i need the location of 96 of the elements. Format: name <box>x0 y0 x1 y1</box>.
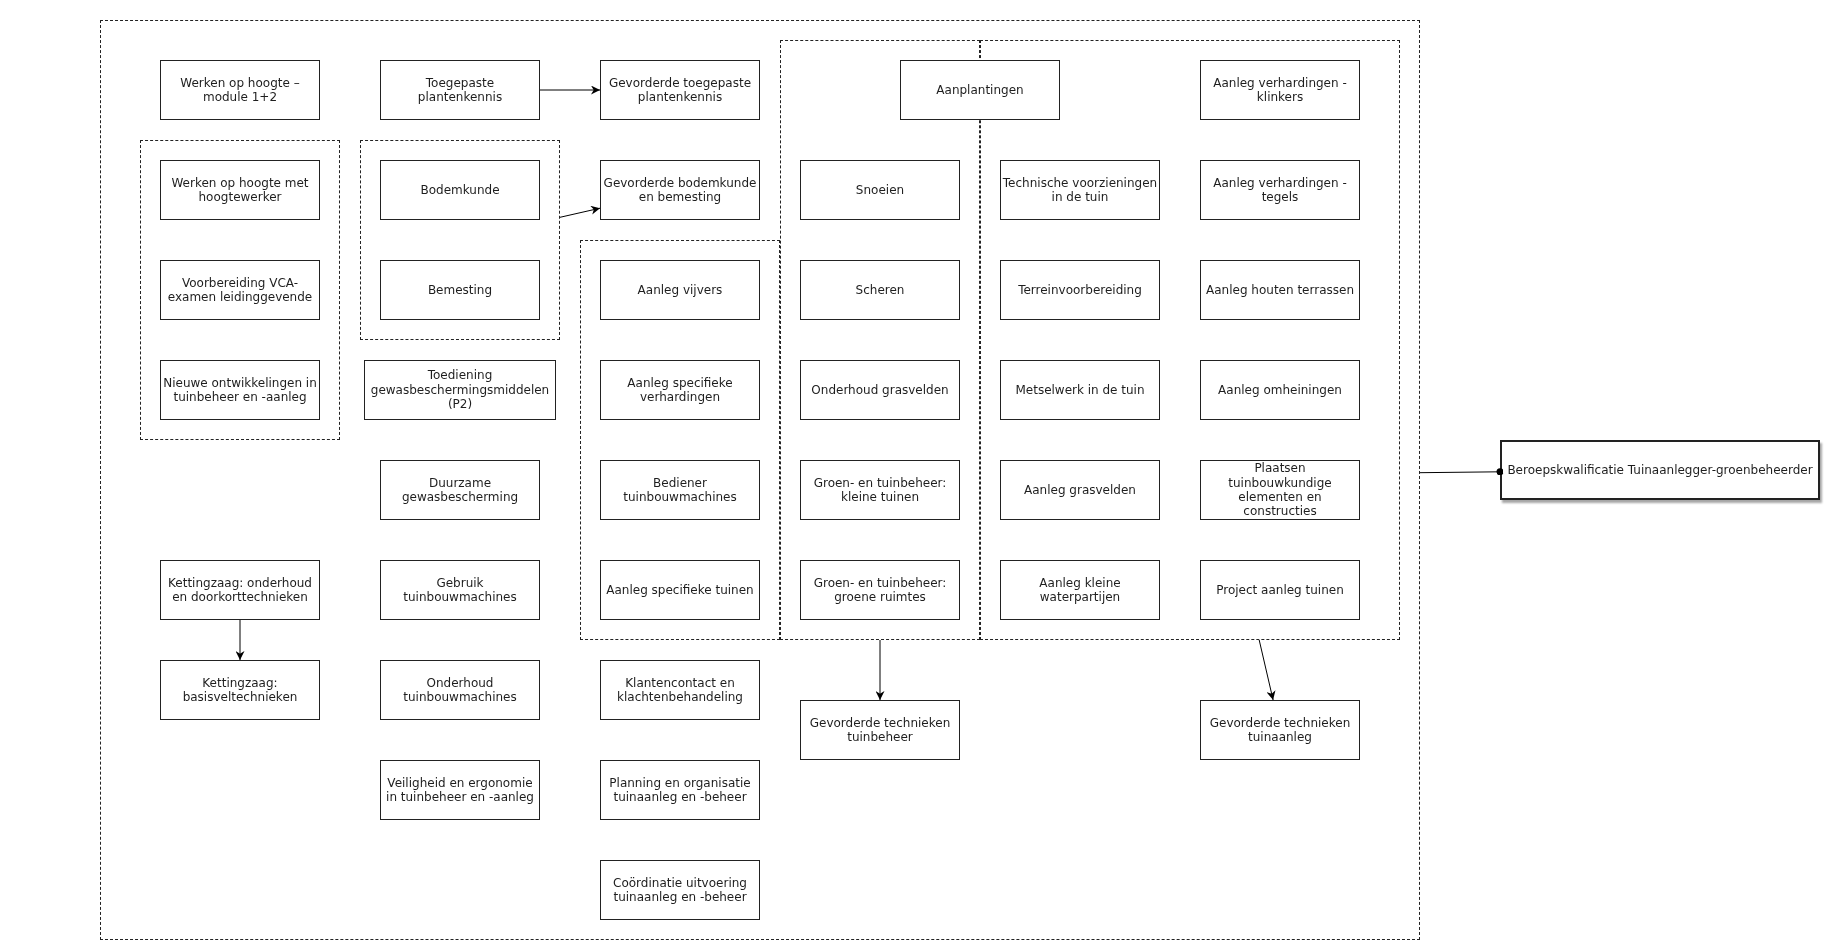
module-title: Onderhoud grasvelden <box>811 382 949 398</box>
dashed-group-frame <box>580 240 780 640</box>
module-box <box>600 360 760 420</box>
module-box <box>380 160 540 220</box>
module-box <box>380 560 540 620</box>
module-title: Gevorderde technieken tuinaanleg <box>1208 715 1352 745</box>
module-title: Metselwerk in de tuin <box>1015 382 1145 398</box>
module-box <box>1200 560 1360 620</box>
module-box <box>600 460 760 520</box>
module-title: Aanplantingen <box>936 82 1024 98</box>
module-box <box>600 160 760 220</box>
module-title: Werken op hoogte met hoogtewerker <box>170 175 310 205</box>
module-box <box>800 260 960 320</box>
module-title: Duurzame gewasbescherming <box>400 475 520 505</box>
dashed-group-frame <box>100 20 1420 940</box>
module-title: Onderhoud tuinbouwmachines <box>402 675 518 705</box>
arrow <box>875 639 885 701</box>
module-title: Scheren <box>855 282 905 298</box>
module-box <box>1000 160 1160 220</box>
module-box <box>800 560 960 620</box>
module-box <box>1000 460 1160 520</box>
module-box <box>380 760 540 820</box>
module-box <box>380 260 540 320</box>
module-title: Terreinvoorbereiding <box>1018 282 1142 298</box>
module-box <box>1000 260 1160 320</box>
module-box <box>380 60 540 120</box>
module-title: Groen- en tuinbeheer: groene ruimtes <box>812 575 948 605</box>
dashed-group-frame <box>360 140 560 340</box>
module-box <box>1200 160 1360 220</box>
arrow <box>1258 639 1276 701</box>
module-box <box>160 360 320 420</box>
module-title: Gebruik tuinbouwmachines <box>402 575 518 605</box>
arrow <box>539 85 601 95</box>
module-title: Aanleg specifieke tuinen <box>606 582 754 598</box>
module-box <box>800 460 960 520</box>
module-box <box>800 160 960 220</box>
module-title: Technische voorzieningen in de tuin <box>1001 175 1159 205</box>
module-title: Bediener tuinbouwmachines <box>622 475 738 505</box>
module-box <box>1200 60 1360 120</box>
module-title: Kettingzaag: onderhoud en doorkorttechnieken <box>167 575 313 605</box>
module-title: Plaatsen tuinbouwkundige elementen en constructies <box>1227 461 1333 519</box>
module-box <box>160 160 320 220</box>
arrow <box>559 205 601 218</box>
module-box <box>160 560 320 620</box>
module-box <box>900 60 1060 120</box>
connector-line <box>1419 468 1504 476</box>
module-title: Project aanleg tuinen <box>1216 582 1344 598</box>
module-title: Bemesting <box>427 282 493 298</box>
module-box <box>600 860 760 920</box>
module-title: Toediening gewasbeschermingsmiddelen (P2) <box>369 368 551 412</box>
module-box <box>1200 700 1360 760</box>
arrow <box>235 619 245 661</box>
module-box <box>1200 360 1360 420</box>
qualification-title: Beroepskwalificatie Tuinaanlegger-groenbeheerder <box>1507 462 1813 478</box>
module-title: Aanleg vijvers <box>637 282 723 298</box>
module-box <box>1000 360 1160 420</box>
module-box <box>160 660 320 720</box>
module-title: Gevorderde technieken tuinbeheer <box>808 715 952 745</box>
module-title: Gevorderde toegepaste plantenkennis <box>607 75 753 105</box>
module-title: Groen- en tuinbeheer: kleine tuinen <box>812 475 948 505</box>
module-title: Toegepaste plantenkennis <box>416 75 504 105</box>
module-title: Veiligheid en ergonomie in tuinbeheer en -aanleg <box>385 775 535 805</box>
module-title: Snoeien <box>855 182 905 198</box>
module-title: Aanleg kleine waterpartijen <box>1038 575 1122 605</box>
module-box <box>1200 260 1360 320</box>
dashed-group-frame <box>140 140 340 440</box>
module-box <box>600 560 760 620</box>
module-box <box>1000 560 1160 620</box>
module-title: Coördinatie uitvoering tuinaanleg en -beheer <box>612 875 748 905</box>
module-title: Aanleg verhardingen - tegels <box>1212 175 1348 205</box>
module-title: Aanleg verhardingen - klinkers <box>1212 75 1348 105</box>
module-box <box>380 460 540 520</box>
module-box <box>800 700 960 760</box>
module-box <box>600 660 760 720</box>
module-box <box>160 60 320 120</box>
module-title: Bodemkunde <box>420 182 500 198</box>
module-title: Planning en organisatie tuinaanleg en -beheer <box>608 775 752 805</box>
module-box <box>380 660 540 720</box>
module-title: Aanleg houten terrassen <box>1206 282 1354 298</box>
module-title: Kettingzaag: basisveltechnieken <box>181 675 299 705</box>
module-title: Werken op hoogte – module 1+2 <box>179 75 301 105</box>
module-box <box>600 60 760 120</box>
qualification-box <box>1500 440 1820 500</box>
module-box <box>364 360 556 420</box>
module-title: Nieuwe ontwikkelingen in tuinbeheer en -aanleg <box>162 375 318 405</box>
module-box <box>800 360 960 420</box>
module-title: Klantencontact en klachtenbehandeling <box>616 675 744 705</box>
module-title: Aanleg specifieke verhardingen <box>626 375 734 405</box>
module-box <box>600 260 760 320</box>
module-box <box>600 760 760 820</box>
module-box <box>160 260 320 320</box>
module-title: Voorbereiding VCA-examen leidinggevende <box>166 275 314 305</box>
module-title: Gevorderde bodemkunde en bemesting <box>602 175 758 205</box>
module-title: Aanleg omheiningen <box>1218 382 1342 398</box>
module-title: Aanleg grasvelden <box>1024 482 1136 498</box>
module-box <box>1200 460 1360 520</box>
